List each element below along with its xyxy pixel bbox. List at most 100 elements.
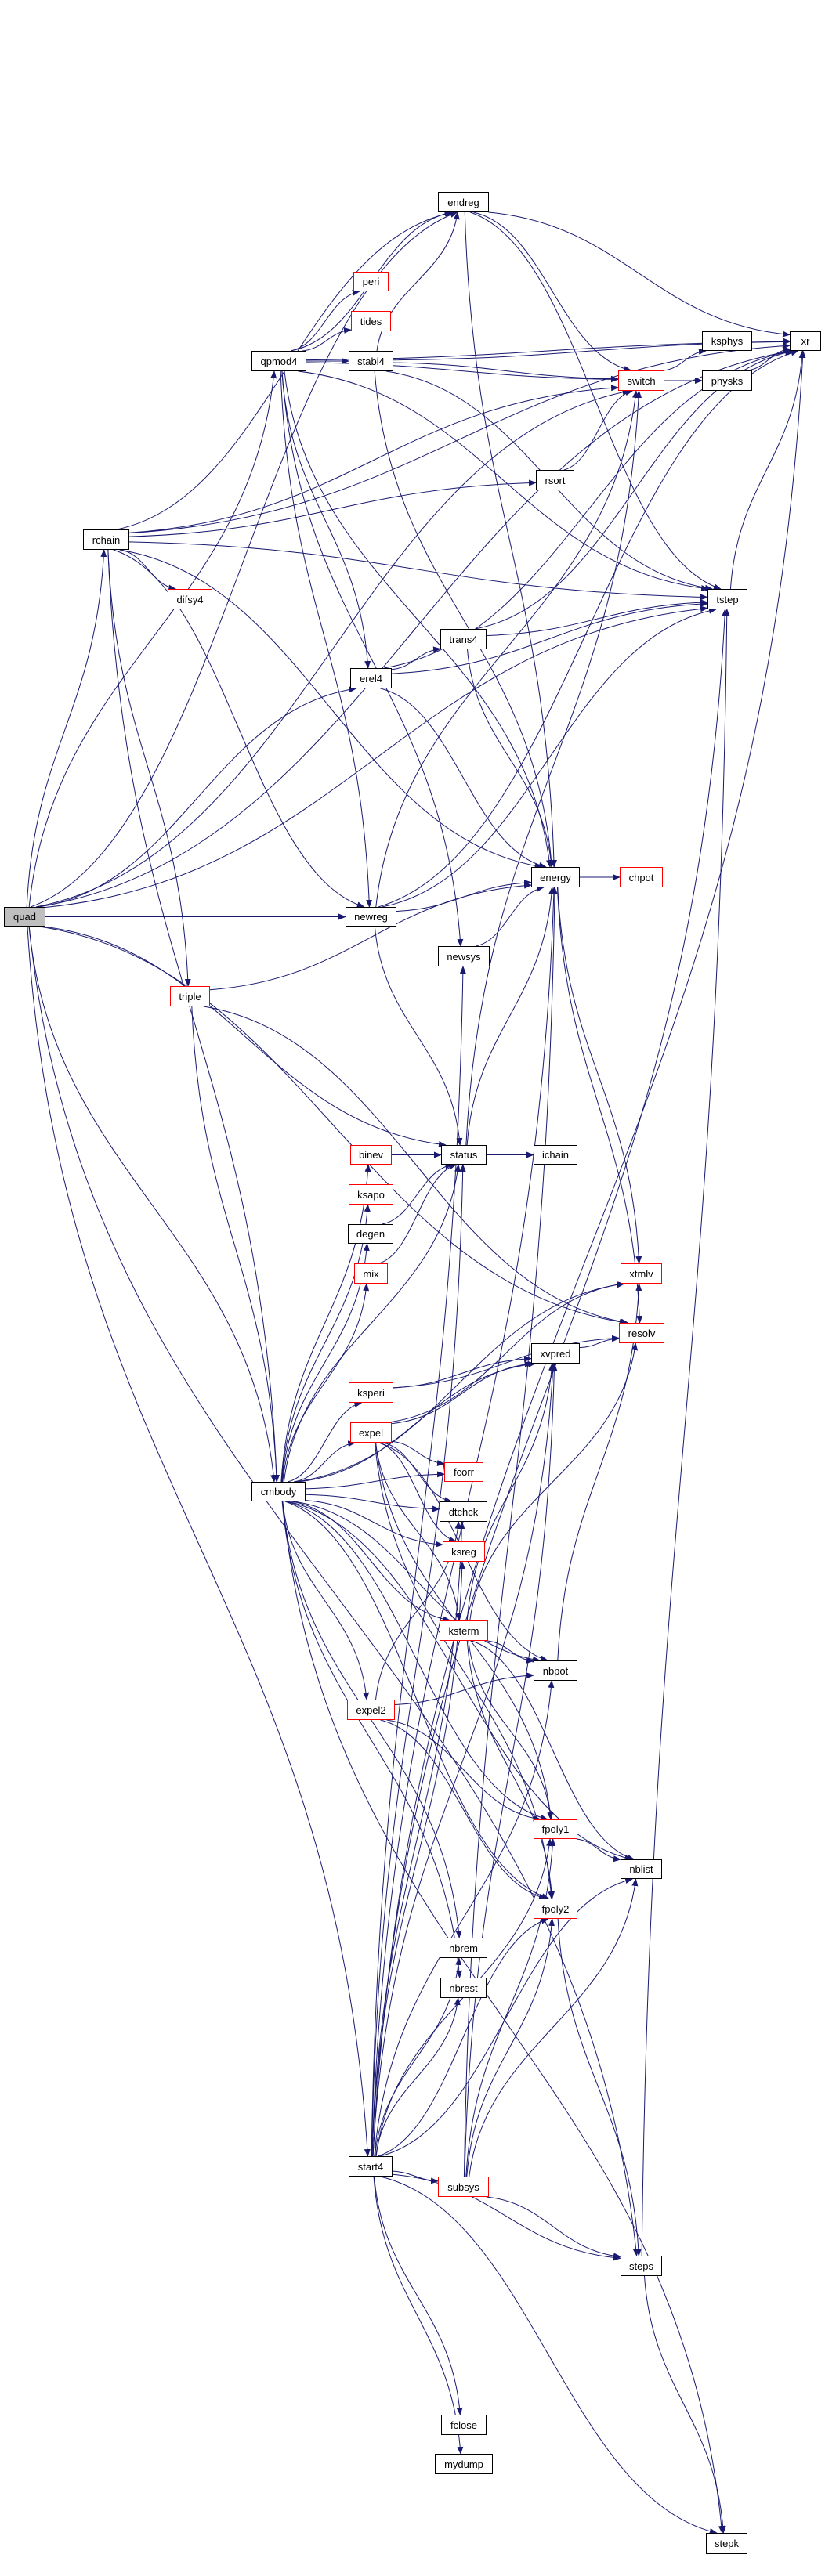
node-physks[interactable]: physks [702, 370, 752, 391]
node-label: peri [362, 276, 380, 287]
node-ksterm[interactable]: ksterm [440, 1620, 488, 1641]
node-newreg[interactable]: newreg [346, 907, 396, 927]
edge-subsys-to-fpoly1 [465, 1838, 556, 2177]
node-label: difsy4 [176, 593, 204, 605]
node-binev[interactable]: binev [350, 1145, 392, 1165]
edge-start4-to-energy [371, 887, 557, 2157]
node-label: endreg [447, 196, 479, 208]
node-nblist[interactable]: nblist [621, 1859, 662, 1879]
edge-qpmod4-to-peri [290, 289, 361, 352]
edge-cmbody-to-expel [293, 1440, 356, 1483]
node-resolv[interactable]: resolv [619, 1323, 664, 1343]
edge-quad-to-start4 [27, 926, 371, 2157]
edge-quad-to-status [42, 926, 447, 1147]
node-steps[interactable]: steps [621, 2256, 662, 2276]
node-degen[interactable]: degen [348, 1224, 393, 1244]
edge-start4-to-status [371, 1164, 466, 2157]
node-label: xr [801, 335, 810, 347]
edge-newreg-to-switch [375, 390, 639, 908]
node-label: quad [13, 911, 36, 923]
node-subsys[interactable]: subsys [438, 2177, 489, 2197]
node-rsort[interactable]: rsort [536, 470, 574, 490]
node-label: rchain [92, 533, 121, 546]
edge-start4-to-dtchck [371, 1521, 465, 2157]
node-fpoly1[interactable]: fpoly1 [534, 1819, 577, 1839]
node-erel4[interactable]: erel4 [350, 668, 392, 688]
node-fclose[interactable]: fclose [441, 2415, 487, 2435]
node-expel[interactable]: expel [350, 1422, 392, 1443]
node-qpmod4[interactable]: qpmod4 [251, 351, 306, 371]
node-tides[interactable]: tides [351, 311, 391, 331]
node-status[interactable]: status [441, 1145, 487, 1165]
edge-ksterm-to-resolv [469, 1342, 639, 1621]
edge-qpmod4-to-newreg [280, 370, 373, 908]
edge-expel2-to-nbpot [394, 1672, 534, 1706]
node-ksperi[interactable]: ksperi [349, 1382, 393, 1403]
node-start4[interactable]: start4 [349, 2156, 393, 2177]
node-xtmlv[interactable]: xtmlv [621, 1263, 662, 1284]
node-ichain[interactable]: ichain [534, 1145, 577, 1165]
edge-qpmod4-to-energy [284, 370, 552, 868]
node-xvpred[interactable]: xvpred [531, 1343, 580, 1364]
node-trans4[interactable]: trans4 [440, 629, 487, 649]
edge-triple-to-resolv [203, 1006, 629, 1325]
node-dtchck[interactable]: dtchck [440, 1501, 487, 1522]
node-peri[interactable]: peri [353, 272, 389, 291]
node-label: xtmlv [629, 1267, 653, 1280]
edge-cmbody-to-dtchck [305, 1494, 440, 1512]
edge-mix-to-status [378, 1163, 458, 1264]
node-stepk[interactable]: stepk [706, 2533, 747, 2554]
edge-cmbody-to-ksapo [280, 1204, 371, 1483]
edge-cmbody-to-binev [280, 1164, 371, 1483]
node-label: fpoly2 [541, 1902, 570, 1915]
node-quad[interactable]: quad [4, 907, 45, 927]
node-label: binev [358, 1149, 384, 1161]
node-ksapo[interactable]: ksapo [349, 1184, 393, 1205]
node-nbrem[interactable]: nbrem [440, 1938, 487, 1958]
edge-ksterm-to-nblist [471, 1640, 635, 1861]
edge-rsort-to-switch [563, 389, 634, 471]
node-rchain[interactable]: rchain [83, 529, 129, 550]
edge-qpmod4-to-tstep [298, 370, 710, 591]
node-label: ksterm [448, 1624, 479, 1637]
edge-cmbody-to-fpoly2 [284, 1501, 550, 1899]
node-label: stabl4 [357, 355, 385, 367]
node-mix[interactable]: mix [354, 1263, 388, 1284]
node-label: status [450, 1149, 478, 1161]
node-ksphys[interactable]: ksphys [702, 331, 752, 351]
edge-cmbody-to-expel2 [282, 1501, 370, 1700]
node-mydump[interactable]: mydump [435, 2454, 493, 2474]
node-ksreg[interactable]: ksreg [443, 1541, 485, 1562]
node-switch[interactable]: switch [618, 370, 664, 391]
node-label: stepk [714, 2538, 740, 2549]
node-difsy4[interactable]: difsy4 [168, 589, 212, 609]
node-energy[interactable]: energy [531, 867, 580, 887]
node-label: mix [363, 1267, 379, 1280]
node-chpot[interactable]: chpot [620, 867, 663, 887]
node-nbrest[interactable]: nbrest [440, 1978, 487, 1998]
edge-ksterm-to-xvpred [466, 1363, 555, 1621]
node-nbpot[interactable]: nbpot [534, 1660, 577, 1681]
edge-rchain-to-energy [119, 549, 543, 869]
node-fcorr[interactable]: fcorr [444, 1462, 483, 1482]
node-xr[interactable]: xr [790, 331, 821, 351]
edge-energy-to-resolv [556, 887, 643, 1324]
node-label: dtchck [448, 1505, 479, 1518]
edge-cmbody-to-fcorr [305, 1471, 445, 1490]
node-label: subsys [447, 2180, 479, 2193]
node-label: ichain [542, 1149, 569, 1161]
edge-cmbody-to-ksterm [291, 1501, 451, 1623]
node-newsys[interactable]: newsys [438, 946, 490, 966]
edge-start4-to-newsys [371, 966, 466, 2157]
node-endreg[interactable]: endreg [438, 192, 489, 212]
node-triple[interactable]: triple [170, 986, 210, 1006]
edge-trans4-to-energy [467, 649, 555, 868]
node-expel2[interactable]: expel2 [347, 1700, 395, 1720]
node-tstep[interactable]: tstep [707, 589, 747, 609]
edge-status-to-switch [465, 390, 642, 1146]
node-stabl4[interactable]: stabl4 [349, 351, 393, 371]
node-cmbody[interactable]: cmbody [251, 1482, 306, 1501]
node-fpoly2[interactable]: fpoly2 [534, 1899, 577, 1919]
node-label: trans4 [449, 633, 478, 645]
